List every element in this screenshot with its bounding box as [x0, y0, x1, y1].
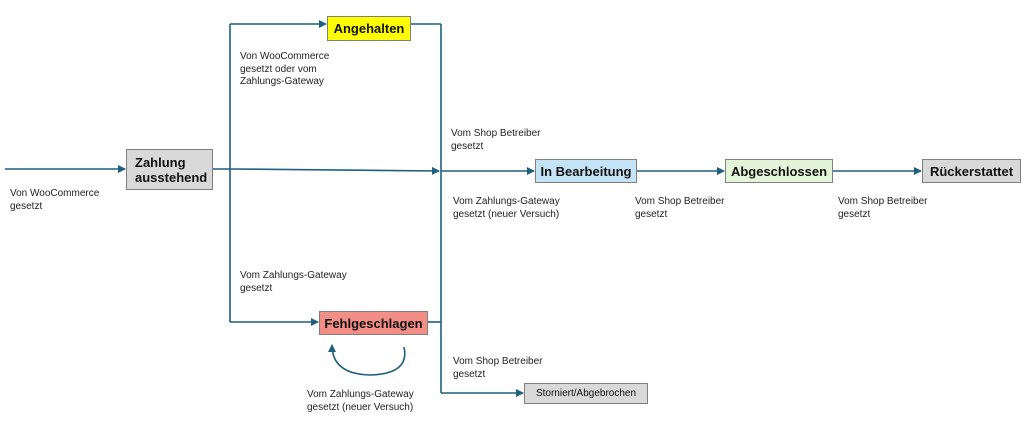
label-entry: Von WooCommerce gesetzt	[10, 188, 100, 212]
status-on-hold: Angehalten	[327, 16, 411, 41]
label-to-cancelled: Vom Shop Betreiber gesetzt	[453, 356, 543, 380]
label-to-processing-gateway: Vom Zahlungs-Gateway gesetzt (neuer Vers…	[453, 196, 560, 220]
label-to-failed: Vom Zahlungs-Gateway gesetzt	[240, 270, 347, 294]
label-to-refunded: Vom Shop Betreiber gesetzt	[838, 196, 928, 220]
pending-to-middle	[230, 166, 440, 175]
status-processing: In Bearbeitung	[535, 159, 637, 183]
status-pending: Zahlung ausstehend	[126, 149, 213, 190]
status-refunded: Rückerstattet	[922, 159, 1021, 183]
status-failed: Fehlgeschlagen	[319, 311, 428, 335]
label-to-completed: Vom Shop Betreiber gesetzt	[635, 196, 725, 220]
status-completed: Abgeschlossen	[725, 159, 833, 183]
label-to-processing-shop: Vom Shop Betreiber gesetzt	[451, 128, 541, 152]
label-to-on-hold: Von WooCommerce gesetzt oder vom Zahlung…	[240, 51, 330, 87]
label-failed-retry: Vom Zahlungs-Gateway gesetzt (neuer Vers…	[307, 389, 414, 413]
status-cancelled: Storniert/Abgebrochen	[524, 383, 648, 404]
failed-retry-loop	[328, 344, 406, 376]
